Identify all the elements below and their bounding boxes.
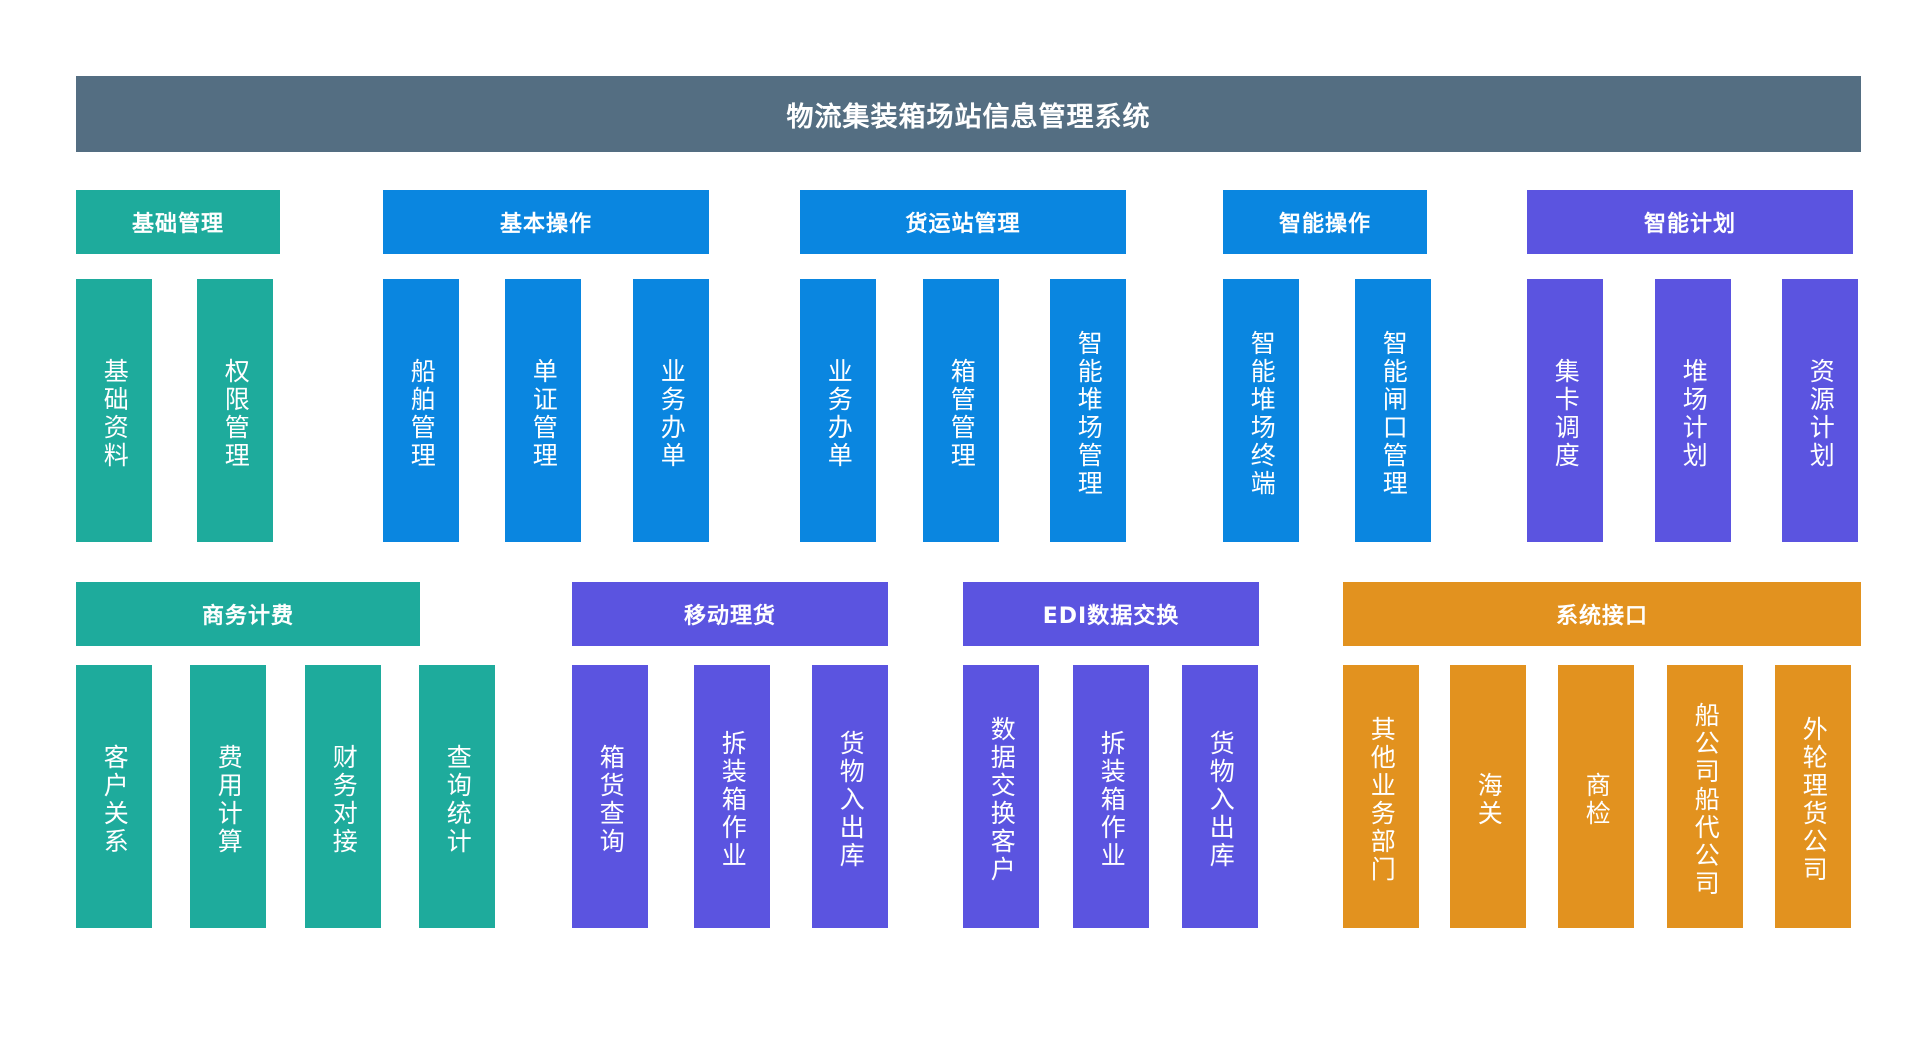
group-header-label: 商务计费 [201,604,294,629]
module-item-label: 海关 [1474,771,1504,828]
module-item-grp-数据交换客户[interactable]: 数据交换客户 [963,665,1039,928]
page-title: 物流集装箱场站信息管理系统 [786,101,1151,133]
module-item-label: 拆装箱作业 [1097,729,1127,870]
group-header-label: 货运站管理 [905,212,1021,237]
module-item-label: 船舶管理 [407,357,437,470]
module-item-grp-货物入出库[interactable]: 货物入出库 [1182,665,1258,928]
module-item-grp-堆场计划[interactable]: 堆场计划 [1655,279,1731,542]
module-item-label: 查询统计 [443,743,473,856]
module-item-label: 智能堆场管理 [1074,329,1104,498]
module-item-grp-船舶管理[interactable]: 船舶管理 [383,279,459,542]
module-item-grp-客户关系[interactable]: 客户关系 [76,665,152,928]
module-item-grp-拆装箱作业[interactable]: 拆装箱作业 [694,665,770,928]
module-item-grp-财务对接[interactable]: 财务对接 [305,665,381,928]
module-item-label: 业务办单 [824,357,854,470]
module-item-label: 费用计算 [214,743,244,856]
module-item-grp-查询统计[interactable]: 查询统计 [419,665,495,928]
module-item-grp-智能堆场管理[interactable]: 智能堆场管理 [1050,279,1126,542]
module-item-label: 权限管理 [221,357,251,470]
module-item-grp-商检[interactable]: 商检 [1558,665,1634,928]
module-item-label: 资源计划 [1806,357,1836,470]
group-header-grp-edi数据交换[interactable]: EDI数据交换 [963,582,1259,646]
module-item-grp-箱管管理[interactable]: 箱管管理 [923,279,999,542]
group-header-label: 智能操作 [1278,212,1371,237]
module-item-label: 其他业务部门 [1367,715,1397,884]
module-item-label: 业务办单 [657,357,687,470]
module-item-label: 基础资料 [100,357,130,470]
module-item-label: 客户关系 [100,743,130,856]
module-item-label: 数据交换客户 [987,715,1017,884]
module-item-grp-船公司船代公司[interactable]: 船公司船代公司 [1667,665,1743,928]
module-item-grp-资源计划[interactable]: 资源计划 [1782,279,1858,542]
group-header-grp-智能操作[interactable]: 智能操作 [1223,190,1427,254]
module-item-grp-业务办单[interactable]: 业务办单 [800,279,876,542]
module-item-grp-外轮理货公司[interactable]: 外轮理货公司 [1775,665,1851,928]
group-header-grp-移动理货[interactable]: 移动理货 [572,582,888,646]
group-header-grp-商务计费[interactable]: 商务计费 [76,582,420,646]
module-item-grp-其他业务部门[interactable]: 其他业务部门 [1343,665,1419,928]
group-header-label: 基础管理 [131,212,224,237]
module-item-grp-权限管理[interactable]: 权限管理 [197,279,273,542]
module-item-label: 外轮理货公司 [1799,715,1829,884]
module-item-grp-智能闸口管理[interactable]: 智能闸口管理 [1355,279,1431,542]
group-header-label: 基本操作 [499,212,592,237]
group-header-label: EDI数据交换 [1042,604,1180,629]
module-item-label: 财务对接 [329,743,359,856]
module-item-grp-集卡调度[interactable]: 集卡调度 [1527,279,1603,542]
module-item-label: 货物入出库 [1206,729,1236,870]
module-item-label: 堆场计划 [1679,357,1709,470]
module-item-label: 智能堆场终端 [1247,329,1277,498]
module-item-label: 箱管管理 [947,357,977,470]
module-item-label: 商检 [1582,771,1612,828]
module-item-grp-拆装箱作业[interactable]: 拆装箱作业 [1073,665,1149,928]
module-item-label: 箱货查询 [596,743,626,856]
module-item-label: 船公司船代公司 [1691,701,1721,898]
group-header-grp-基本操作[interactable]: 基本操作 [383,190,709,254]
group-header-grp-基础管理[interactable]: 基础管理 [76,190,280,254]
module-item-grp-业务办单[interactable]: 业务办单 [633,279,709,542]
module-item-grp-智能堆场终端[interactable]: 智能堆场终端 [1223,279,1299,542]
module-item-grp-基础资料[interactable]: 基础资料 [76,279,152,542]
module-item-label: 拆装箱作业 [718,729,748,870]
group-header-grp-系统接口[interactable]: 系统接口 [1343,582,1861,646]
module-item-grp-海关[interactable]: 海关 [1450,665,1526,928]
module-item-grp-货物入出库[interactable]: 货物入出库 [812,665,888,928]
module-item-label: 单证管理 [529,357,559,470]
group-header-label: 移动理货 [683,604,776,629]
module-item-label: 智能闸口管理 [1379,329,1409,498]
group-header-grp-货运站管理[interactable]: 货运站管理 [800,190,1126,254]
module-item-grp-费用计算[interactable]: 费用计算 [190,665,266,928]
group-header-grp-智能计划[interactable]: 智能计划 [1527,190,1853,254]
module-item-grp-箱货查询[interactable]: 箱货查询 [572,665,648,928]
module-item-label: 集卡调度 [1551,357,1581,470]
group-header-label: 智能计划 [1643,212,1736,237]
system-title-bar: 物流集装箱场站信息管理系统 [76,76,1861,152]
module-item-label: 货物入出库 [836,729,866,870]
group-header-label: 系统接口 [1555,604,1648,629]
module-item-grp-单证管理[interactable]: 单证管理 [505,279,581,542]
